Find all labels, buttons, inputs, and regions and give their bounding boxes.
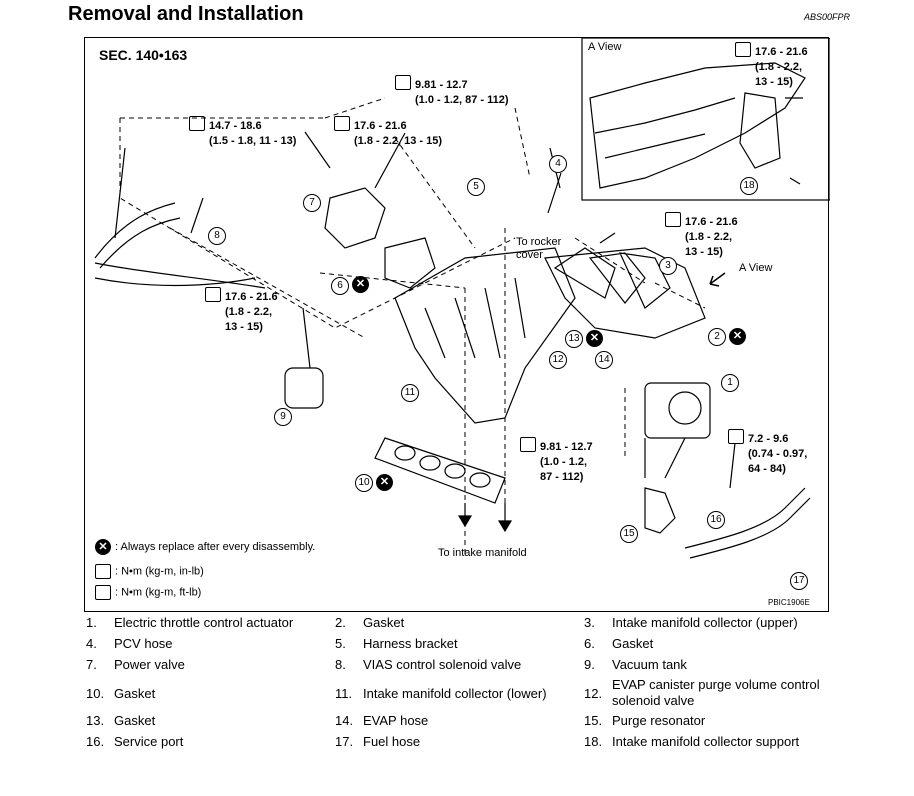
vacuum-hose-lines [94,202,181,269]
power-valve-body [324,187,386,249]
gasket-6-shape [384,237,436,289]
nm-kgm-inlb-icon [728,429,744,444]
nm-kgm-ftlb-icon [95,585,111,600]
callout-1: 1 [721,374,739,392]
callout-12: 12 [549,351,567,369]
callout-6: 6 [331,277,349,295]
legend-ftlb: : N•m (kg-m, ft-lb) [95,585,201,600]
nm-kgm-inlb-icon [95,564,111,579]
figure-code: PBIC1906E [768,598,810,607]
nm-kgm-inlb-icon [520,437,536,452]
nm-kgm-ftlb-icon [334,116,350,131]
nm-kgm-ftlb-icon [735,42,751,57]
torque-spec: 14.7 - 18.6 (1.5 - 1.8, 11 - 13) [189,116,296,149]
callout-5: 5 [467,178,485,196]
exploded-view-drawing [94,38,830,559]
collector-support-bracket [739,92,781,169]
part-name: Gasket [363,615,405,630]
part-name: Gasket [114,713,156,728]
replace-x-icon: ✕ [376,474,393,491]
replace-x-icon: ✕ [729,328,746,345]
callout-4: 4 [549,155,567,173]
torque-spec: 17.6 - 21.6 (1.8 - 2.2, 13 - 15) [665,212,738,260]
throttle-body-shape [644,382,711,439]
replace-x-icon: ✕ [352,276,369,293]
nm-kgm-ftlb-icon [189,116,205,131]
legend-replace: ✕: Always replace after every disassembl… [95,539,315,555]
part-name: Intake manifold collector support [612,734,800,749]
section-label: SEC. 140•163 [99,47,188,63]
part-name: Gasket [612,636,654,651]
a-view-arrow-label: A View [739,262,773,274]
purge-resonator-shape [644,487,676,534]
part-name: Intake manifold collector (lower) [363,686,547,701]
a-view-arrow [709,272,726,287]
callout-10: 10 [355,474,373,492]
callout-8: 8 [208,227,226,245]
callout-7: 7 [303,194,321,212]
part-name: EVAP hose [363,713,429,728]
nm-kgm-ftlb-icon [665,212,681,227]
torque-spec: 9.81 - 12.7 (1.0 - 1.2, 87 - 112) [395,75,509,108]
callout-18: 18 [740,177,758,195]
part-name: PCV hose [114,636,173,651]
vacuum-tank-shape [284,367,324,409]
part-name: VIAS control solenoid valve [363,657,522,672]
fuel-hose-line [684,487,806,549]
callout-3: 3 [659,257,677,275]
part-name: Service port [114,734,184,749]
part-name: Intake manifold collector (upper) [612,615,798,630]
callout-11: 11 [401,384,419,402]
document-id: ABS00FPR [804,12,851,22]
legend-inlb: : N•m (kg-m, in-lb) [95,564,204,579]
part-name: Power valve [114,657,185,672]
torque-spec: 17.6 - 21.6 (1.8 - 2.2, 13 - 15) [334,116,442,149]
callout-2: 2 [708,328,726,346]
replace-x-icon: ✕ [95,539,111,555]
callout-14: 14 [595,351,613,369]
torque-spec: 17.6 - 21.6 (1.8 - 2.2, 13 - 15) [735,42,808,90]
gasket-10-shape [374,437,506,504]
a-view-engine-outline [589,62,806,189]
to-rocker-cover-note: To rocker cover [516,236,562,261]
part-name: Fuel hose [363,734,421,749]
exploded-view-figure: SEC. 140•163 A View A View 9.81 - 12.7 (… [84,37,830,612]
part-name: EVAP canister purge volume control solen… [612,677,820,708]
torque-spec: 17.6 - 21.6 (1.8 - 2.2, 13 - 15) [205,287,278,335]
callout-15: 15 [620,525,638,543]
nm-kgm-ftlb-icon [205,287,221,302]
part-name: Electric throttle control actuator [114,615,294,630]
nm-kgm-inlb-icon [395,75,411,90]
page-title: Removal and Installation [68,3,304,25]
callout-16: 16 [707,511,725,529]
callout-9: 9 [274,408,292,426]
a-view-inset-label: A View [588,41,622,53]
part-name: Vacuum tank [612,657,687,672]
to-intake-manifold-note: To intake manifold [438,547,527,559]
torque-spec: 7.2 - 9.6 (0.74 - 0.97, 64 - 84) [728,429,807,477]
part-name: Harness bracket [363,636,458,651]
replace-x-icon: ✕ [586,330,603,347]
callout-17: 17 [790,572,808,590]
torque-spec: 9.81 - 12.7 (1.0 - 1.2, 87 - 112) [520,437,593,485]
intake-manifold-upper-shape [544,247,706,339]
a-view-inset-border [581,38,830,201]
intake-manifold-lower-shape [394,247,576,424]
callout-13: 13 [565,330,583,348]
part-name: Purge resonator [612,713,706,728]
part-name: Gasket [114,686,156,701]
